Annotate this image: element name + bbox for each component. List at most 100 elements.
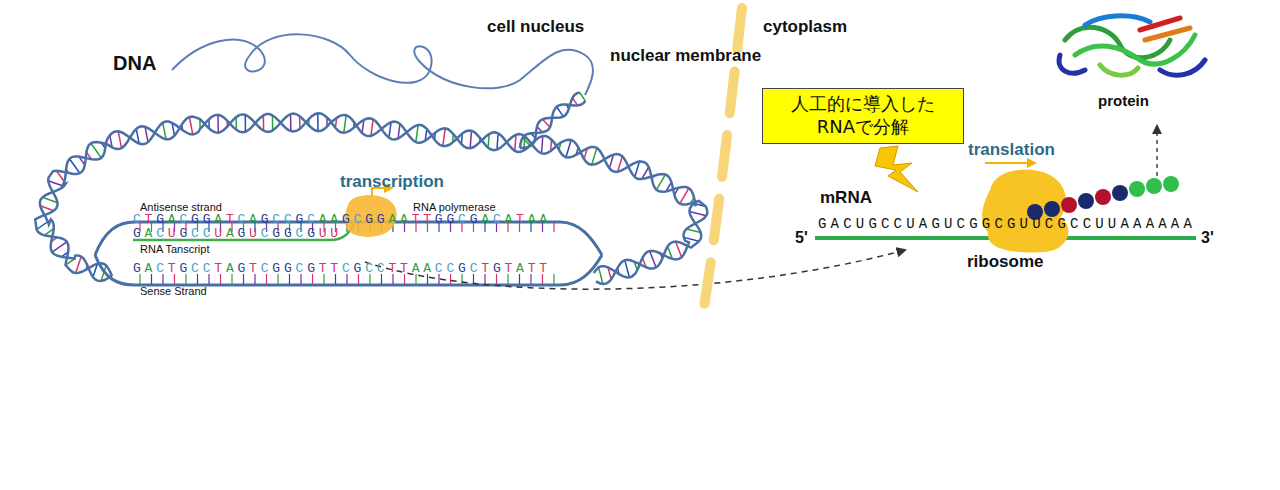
- base-letter: T: [528, 261, 540, 276]
- transcript-sequence: GACUGCCUAGUCGGCGUU: [133, 227, 342, 242]
- process-label: transcription: [340, 172, 444, 192]
- base-letter: G: [470, 212, 482, 227]
- antisense-sequence: CTGACGGATCAGCCGCAAGCGGAATTGGCGACATAA: [133, 213, 551, 228]
- base-letter: C: [296, 226, 308, 241]
- protein-label: protein: [1098, 92, 1149, 109]
- base-letter: A: [388, 212, 400, 227]
- base-letter: T: [505, 261, 517, 276]
- end-label: 3': [1201, 229, 1214, 247]
- base-letter: C: [377, 261, 389, 276]
- base-pair: [344, 115, 346, 133]
- base-letter: C: [354, 212, 366, 227]
- base-letter: A: [226, 261, 238, 276]
- base-letter: U: [168, 226, 180, 241]
- base-pair: [189, 117, 192, 135]
- base-letter: A: [481, 212, 493, 227]
- base-letter: G: [377, 212, 389, 227]
- peptide-chain: [1027, 176, 1179, 220]
- region-label: cytoplasm: [763, 17, 847, 37]
- base-letter: A: [168, 212, 180, 227]
- region-label: cell nucleus: [487, 17, 584, 37]
- base-pair: [76, 256, 82, 273]
- base-letter: C: [261, 226, 273, 241]
- base-letter: T: [481, 261, 493, 276]
- base-tick: [553, 274, 554, 284]
- base-letter: C: [365, 261, 377, 276]
- base-letter: A: [145, 226, 157, 241]
- base-letter: G: [191, 212, 203, 227]
- base-letter: C: [156, 226, 168, 241]
- base-letter: A: [412, 261, 424, 276]
- base-pair: [52, 242, 67, 252]
- lightning-bolt: [875, 146, 918, 192]
- base-letter: C: [458, 212, 470, 227]
- base-letter: G: [133, 261, 145, 276]
- base-letter: C: [133, 212, 145, 227]
- dna-thread: [172, 34, 593, 95]
- base-letter: A: [423, 261, 435, 276]
- base-pair: [580, 92, 586, 100]
- base-letter: T: [226, 212, 238, 227]
- base-letter: C: [446, 261, 458, 276]
- base-pair: [656, 175, 665, 190]
- base-letter: A: [505, 212, 517, 227]
- base-letter: T: [388, 261, 400, 276]
- strand-label: Sense Strand: [140, 285, 207, 298]
- base-pair: [263, 115, 265, 130]
- base-letter: A: [528, 212, 540, 227]
- base-pair: [599, 267, 603, 284]
- base-tick: [553, 222, 554, 232]
- base-letter: C: [272, 212, 284, 227]
- base-letter: C: [179, 212, 191, 227]
- base-pair: [542, 136, 543, 153]
- dna-label: DNA: [113, 52, 156, 75]
- protein-arrow: [1156, 126, 1158, 176]
- base-letter: C: [191, 226, 203, 241]
- base-pair: [680, 188, 689, 204]
- callout-box: 人工的に導入した RNAで分解: [762, 88, 964, 144]
- base-pair: [689, 211, 706, 215]
- base-pair: [118, 131, 121, 148]
- base-letter: C: [296, 261, 308, 276]
- ribosome-label: ribosome: [967, 252, 1044, 272]
- base-letter: G: [179, 261, 191, 276]
- strand-label: Antisense strand: [140, 201, 222, 214]
- base-letter: G: [156, 212, 168, 227]
- base-letter: T: [319, 261, 331, 276]
- sense-backbone: [95, 255, 602, 285]
- base-letter: U: [249, 226, 261, 241]
- base-letter: T: [145, 212, 157, 227]
- base-pair: [557, 107, 564, 117]
- base-ticks: [140, 222, 554, 284]
- base-letter: G: [237, 226, 249, 241]
- base-letter: C: [203, 226, 215, 241]
- base-pair: [290, 114, 292, 131]
- strand-label: RNA Tanscript: [140, 243, 210, 256]
- base-pair: [217, 115, 219, 133]
- base-letter: C: [237, 212, 249, 227]
- base-pair: [272, 115, 274, 130]
- base-letter: C: [284, 212, 296, 227]
- base-letter: G: [272, 261, 284, 276]
- base-letter: A: [226, 226, 238, 241]
- base-letter: G: [133, 226, 145, 241]
- base-letter: U: [330, 226, 342, 241]
- base-letter: G: [342, 212, 354, 227]
- base-letter: G: [284, 261, 296, 276]
- base-pair: [650, 251, 656, 268]
- base-letter: A: [214, 212, 226, 227]
- base-pair: [497, 133, 498, 149]
- base-letter: G: [458, 261, 470, 276]
- base-letter: U: [214, 226, 226, 241]
- end-label: 5': [795, 229, 808, 247]
- enzyme-label: RNA polymerase: [413, 201, 496, 214]
- base-letter: C: [307, 212, 319, 227]
- mrna-label: mRNA: [820, 188, 872, 208]
- base-pair: [91, 143, 101, 158]
- base-letter: G: [446, 212, 458, 227]
- base-pair: [625, 260, 630, 277]
- base-letter: G: [435, 212, 447, 227]
- base-letter: C: [261, 261, 273, 276]
- base-letter: T: [249, 261, 261, 276]
- base-letter: T: [412, 212, 424, 227]
